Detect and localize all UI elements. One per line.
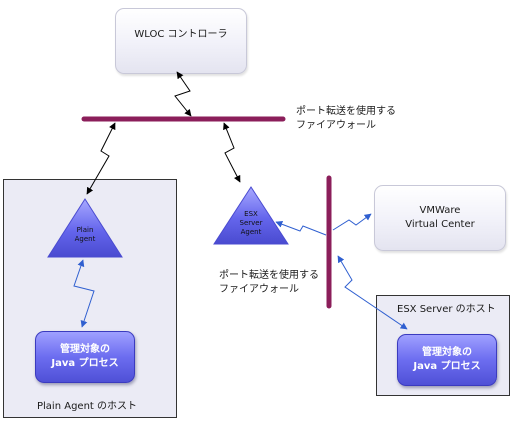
plain-agent-host-label: Plain Agent のホスト	[37, 401, 138, 412]
esx-managed-java-process-label: 管理対象の Java プロセス	[413, 347, 481, 372]
vmware-virtual-center-box: VMWare Virtual Center	[374, 185, 506, 251]
plain-managed-java-process-box: 管理対象の Java プロセス	[35, 331, 135, 383]
link-firewall-vcenter	[332, 213, 372, 231]
firewall-right-label: ポート転送を使用する ファイアウォール	[219, 270, 319, 295]
esx-server-agent-label: ESX Server Agent	[239, 210, 263, 236]
plain-agent-label: Plain Agent	[74, 226, 96, 243]
esx-server-host-label: ESX Server のホスト	[397, 304, 496, 315]
esx-managed-java-process-box: 管理対象の Java プロセス	[397, 334, 497, 386]
link-esx-agent-firewall	[275, 220, 327, 236]
firewall-top-label: ポート転送を使用する ファイアウォール	[296, 106, 396, 131]
link-controller-firewall	[174, 71, 192, 117]
esx-server-agent-triangle	[213, 186, 289, 245]
link-firewall-esx-process	[337, 255, 408, 330]
vmware-virtual-center-label: VMWare Virtual Center	[405, 205, 475, 230]
link-firewall-plain-agent	[86, 122, 116, 195]
link-plain-agent-process	[73, 259, 95, 328]
plain-agent-triangle	[47, 198, 123, 258]
plain-managed-java-process-label: 管理対象の Java プロセス	[51, 344, 119, 369]
link-firewall-esx-agent	[223, 122, 241, 183]
wloc-controller-label: WLOC コントローラ	[134, 29, 228, 40]
